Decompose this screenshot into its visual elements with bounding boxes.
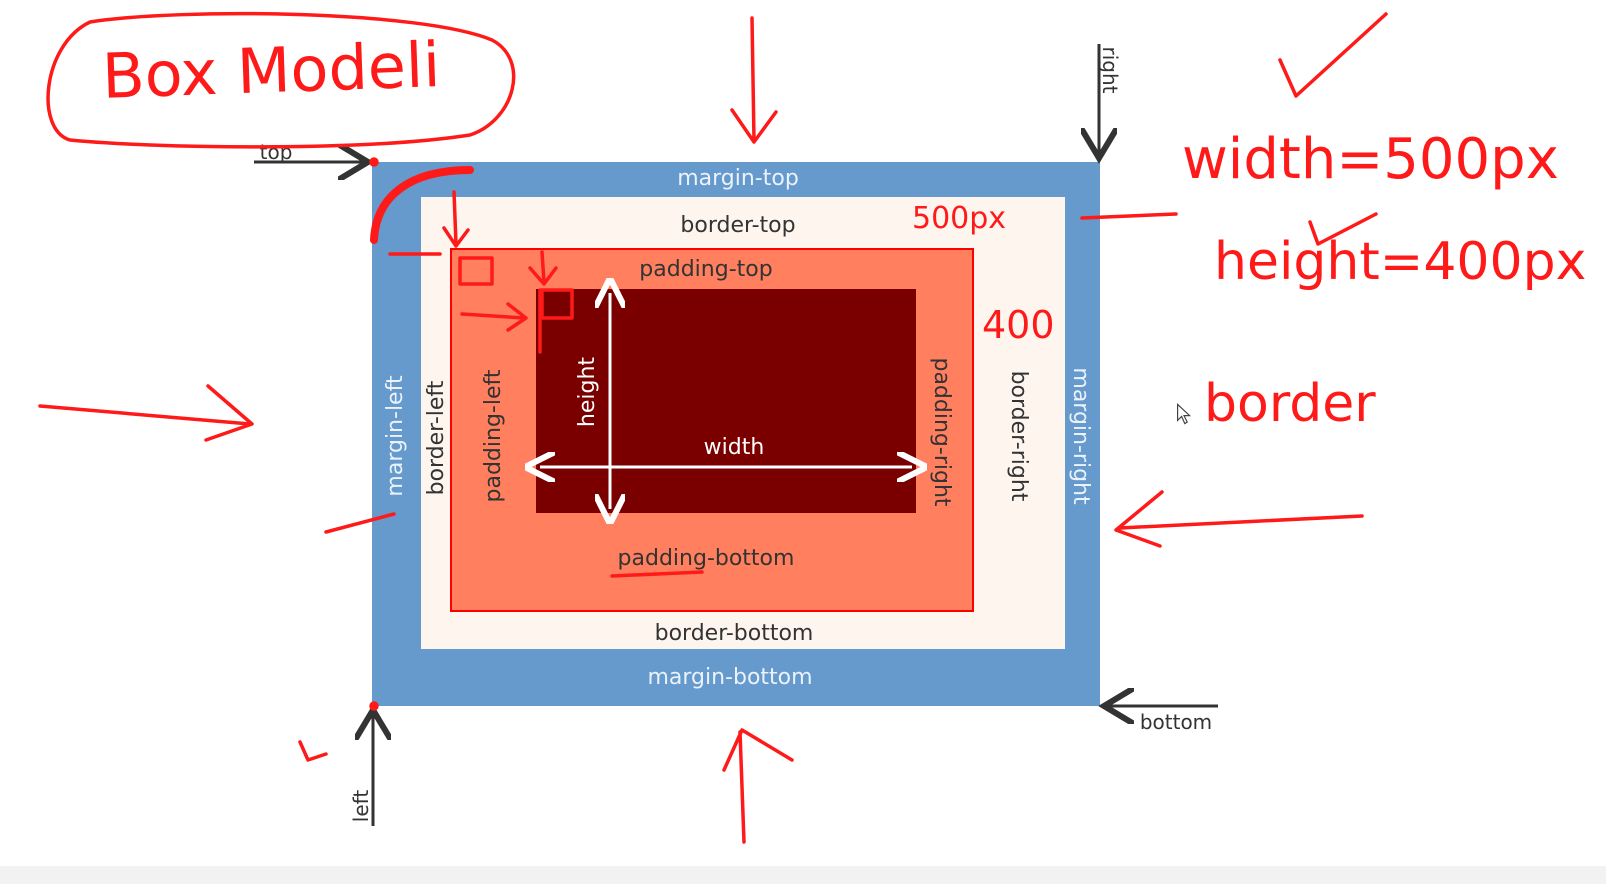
margin-right-label: margin-right bbox=[1068, 367, 1093, 505]
width-annotation: width=500px bbox=[1182, 127, 1559, 192]
small-l-mark bbox=[298, 740, 328, 762]
height-annotation: height=400px bbox=[1214, 232, 1587, 292]
mouse-cursor-icon bbox=[1177, 403, 1192, 425]
margin-left-label: margin-left bbox=[383, 375, 408, 497]
border-right-label: border-right bbox=[1006, 370, 1031, 502]
bottom-up-arrow bbox=[722, 728, 794, 844]
right-edge-label: right bbox=[1098, 46, 1122, 94]
border-bottom-label: border-bottom bbox=[654, 621, 814, 646]
margin-top-label: margin-top bbox=[677, 166, 799, 191]
border-left-label: border-left bbox=[424, 380, 449, 496]
bottom-edge-label: bottom bbox=[1139, 710, 1213, 734]
top-down-arrow bbox=[730, 16, 778, 144]
title-annotation: Box Modeli bbox=[100, 28, 442, 113]
inner-size-annotation: 400 bbox=[982, 303, 1055, 347]
left-right-arrow bbox=[38, 384, 254, 442]
check-mark bbox=[1278, 12, 1388, 98]
height-label: height bbox=[575, 356, 600, 428]
bottom-strip bbox=[0, 866, 1606, 884]
padding-left-label: padding-left bbox=[481, 369, 506, 503]
padding-bottom-label: padding-bottom bbox=[617, 546, 795, 571]
padding-right-label: padding-right bbox=[929, 357, 954, 507]
margin-bottom-label: margin-bottom bbox=[647, 665, 813, 690]
border-top-label: border-top bbox=[680, 213, 796, 238]
border-size-annotation: 500px bbox=[912, 201, 1007, 236]
right-left-arrow bbox=[1114, 490, 1364, 548]
padding-top-label: padding-top bbox=[639, 257, 773, 282]
left-edge-label: left bbox=[349, 789, 373, 823]
border-annotation: border bbox=[1204, 374, 1376, 434]
width-label: width bbox=[703, 435, 765, 460]
top-edge-label: top bbox=[259, 140, 293, 164]
